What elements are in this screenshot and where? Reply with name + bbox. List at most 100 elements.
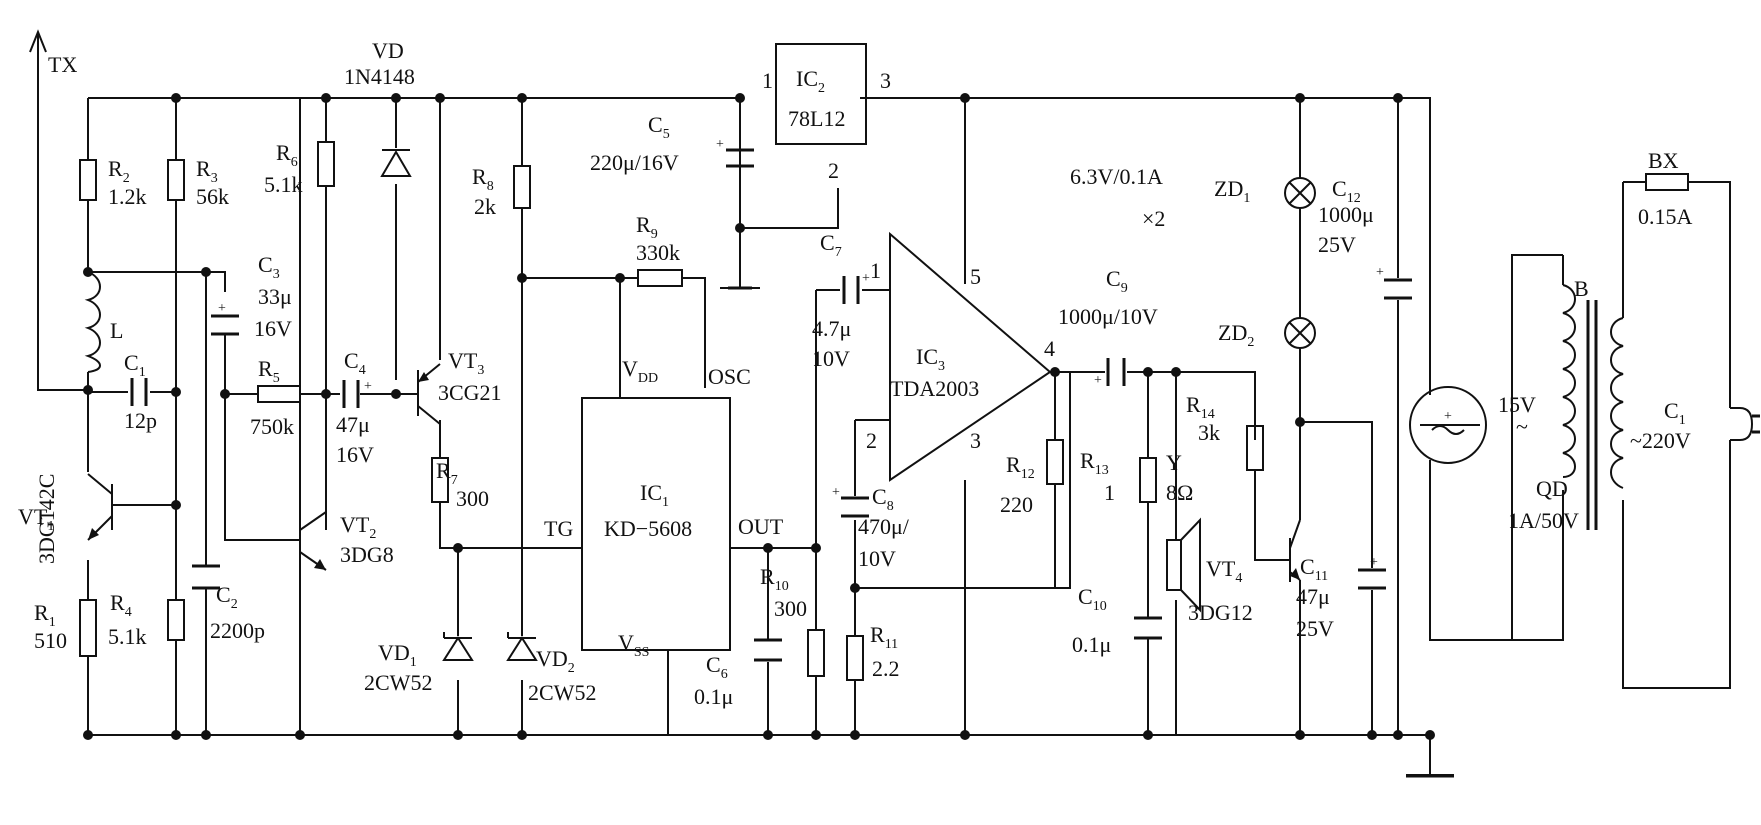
svg-text:C12: C12: [1332, 176, 1361, 206]
svg-text:2200p: 2200p: [210, 618, 265, 643]
svg-text:R2: R2: [108, 156, 130, 186]
svg-text:25V: 25V: [1318, 232, 1356, 257]
transistor-vt1: [87, 473, 124, 541]
svg-text:KD−5608: KD−5608: [604, 516, 692, 541]
svg-text:TG: TG: [544, 516, 573, 541]
svg-text:750k: 750k: [250, 414, 294, 439]
svg-text:ZD2: ZD2: [1218, 320, 1254, 350]
svg-text:1000μ: 1000μ: [1318, 202, 1374, 227]
bridge-rectifier-qd: [1409, 386, 1487, 464]
svg-text:510: 510: [34, 628, 67, 653]
svg-text:33μ: 33μ: [258, 284, 292, 309]
svg-text:VDD: VDD: [622, 356, 658, 386]
svg-text:R3: R3: [196, 156, 218, 186]
svg-text:IC1: IC1: [640, 480, 669, 510]
capacitor-c12: [1384, 278, 1412, 300]
svg-text:1: 1: [762, 68, 773, 93]
capacitors: [130, 148, 1412, 662]
capacitor-c4: [342, 380, 360, 408]
resistor-r6: [317, 141, 335, 187]
svg-text:6.3V/0.1A: 6.3V/0.1A: [1070, 164, 1163, 189]
capacitor-c8: [841, 496, 869, 518]
capacitor-c1: [130, 378, 148, 406]
zener-vd2: [506, 632, 538, 661]
svg-text:1N4148: 1N4148: [344, 64, 415, 89]
svg-text:+: +: [1444, 409, 1452, 424]
svg-text:QD: QD: [1536, 476, 1568, 501]
svg-text:R12: R12: [1006, 452, 1035, 482]
svg-text:C10: C10: [1078, 584, 1107, 614]
svg-text:2: 2: [828, 158, 839, 183]
diode-vd: [380, 149, 412, 177]
svg-text:R6: R6: [276, 140, 298, 170]
svg-text:2CW52: 2CW52: [528, 680, 596, 705]
svg-text:Y: Y: [1166, 450, 1182, 475]
capacitor-c2: [192, 564, 220, 590]
capacitor-c11: [1358, 568, 1386, 590]
svg-text:1000μ/10V: 1000μ/10V: [1058, 304, 1158, 329]
svg-text:+: +: [364, 379, 372, 394]
svg-text:OSC: OSC: [708, 364, 751, 389]
svg-text:3DG142C: 3DG142C: [34, 474, 59, 564]
resistor-r7: [431, 457, 449, 503]
svg-text:R14: R14: [1186, 392, 1215, 422]
svg-text:5.1k: 5.1k: [108, 624, 147, 649]
svg-text:IC3: IC3: [916, 344, 945, 374]
svg-text:VD2: VD2: [536, 646, 575, 676]
svg-text:12p: 12p: [124, 408, 157, 433]
svg-text:ZD1: ZD1: [1214, 176, 1250, 206]
svg-text:C9: C9: [1106, 266, 1128, 296]
svg-text:TDA2003: TDA2003: [890, 376, 979, 401]
svg-text:+: +: [1094, 373, 1102, 388]
svg-text:3CG21: 3CG21: [438, 380, 502, 405]
svg-text:VD: VD: [372, 38, 404, 63]
svg-text:0.15A: 0.15A: [1638, 204, 1693, 229]
resistor-r10: [807, 629, 825, 677]
svg-text:+: +: [832, 485, 840, 500]
transformer-b: [1562, 284, 1624, 530]
svg-text:1A/50V: 1A/50V: [1508, 508, 1579, 533]
resistor-r8: [513, 165, 531, 209]
svg-text:C3: C3: [258, 252, 280, 282]
power-plug: [1730, 407, 1760, 441]
fuse-bx: [1645, 173, 1689, 191]
svg-text:47μ: 47μ: [336, 412, 370, 437]
svg-text:+: +: [862, 271, 870, 286]
transistors: [87, 363, 1301, 582]
resistor-r14: [1246, 425, 1264, 471]
svg-text:~: ~: [1516, 414, 1528, 439]
svg-text:VT4: VT4: [1206, 556, 1242, 586]
diodes: [380, 149, 538, 661]
svg-text:R13: R13: [1080, 448, 1109, 478]
polarity-marks: + + + + + + + + +: [218, 137, 1452, 570]
resistors: [79, 141, 1264, 681]
resistor-r5: [257, 385, 301, 403]
ic3-amplifier: [889, 231, 1052, 482]
resistor-r12b: [1046, 439, 1064, 485]
svg-text:16V: 16V: [254, 316, 292, 341]
svg-text:2.2: 2.2: [872, 656, 900, 681]
capacitor-c7: [842, 276, 860, 304]
resistor-r2: [79, 159, 97, 201]
zener-vd1: [442, 632, 474, 661]
svg-text:3DG8: 3DG8: [340, 542, 394, 567]
svg-text:B: B: [1574, 276, 1589, 301]
speaker-y: [1166, 517, 1201, 613]
capacitor-c9: [1106, 358, 1126, 386]
svg-text:4: 4: [1044, 336, 1055, 361]
svg-text:C4: C4: [344, 348, 366, 378]
svg-text:4.7μ: 4.7μ: [812, 316, 851, 341]
svg-text:3DG12: 3DG12: [1188, 600, 1253, 625]
svg-text:1: 1: [870, 258, 881, 283]
svg-text:15V: 15V: [1498, 392, 1536, 417]
svg-text:VT3: VT3: [448, 348, 484, 378]
resistor-r13: [1139, 457, 1157, 503]
svg-text:VT2: VT2: [340, 512, 376, 542]
capacitor-c3: [211, 314, 239, 336]
svg-text:VT1: VT1: [18, 504, 54, 534]
resistor-r9: [637, 269, 683, 287]
svg-text:330k: 330k: [636, 240, 680, 265]
svg-text:VSS: VSS: [618, 630, 649, 660]
svg-text:2CW52: 2CW52: [364, 670, 432, 695]
